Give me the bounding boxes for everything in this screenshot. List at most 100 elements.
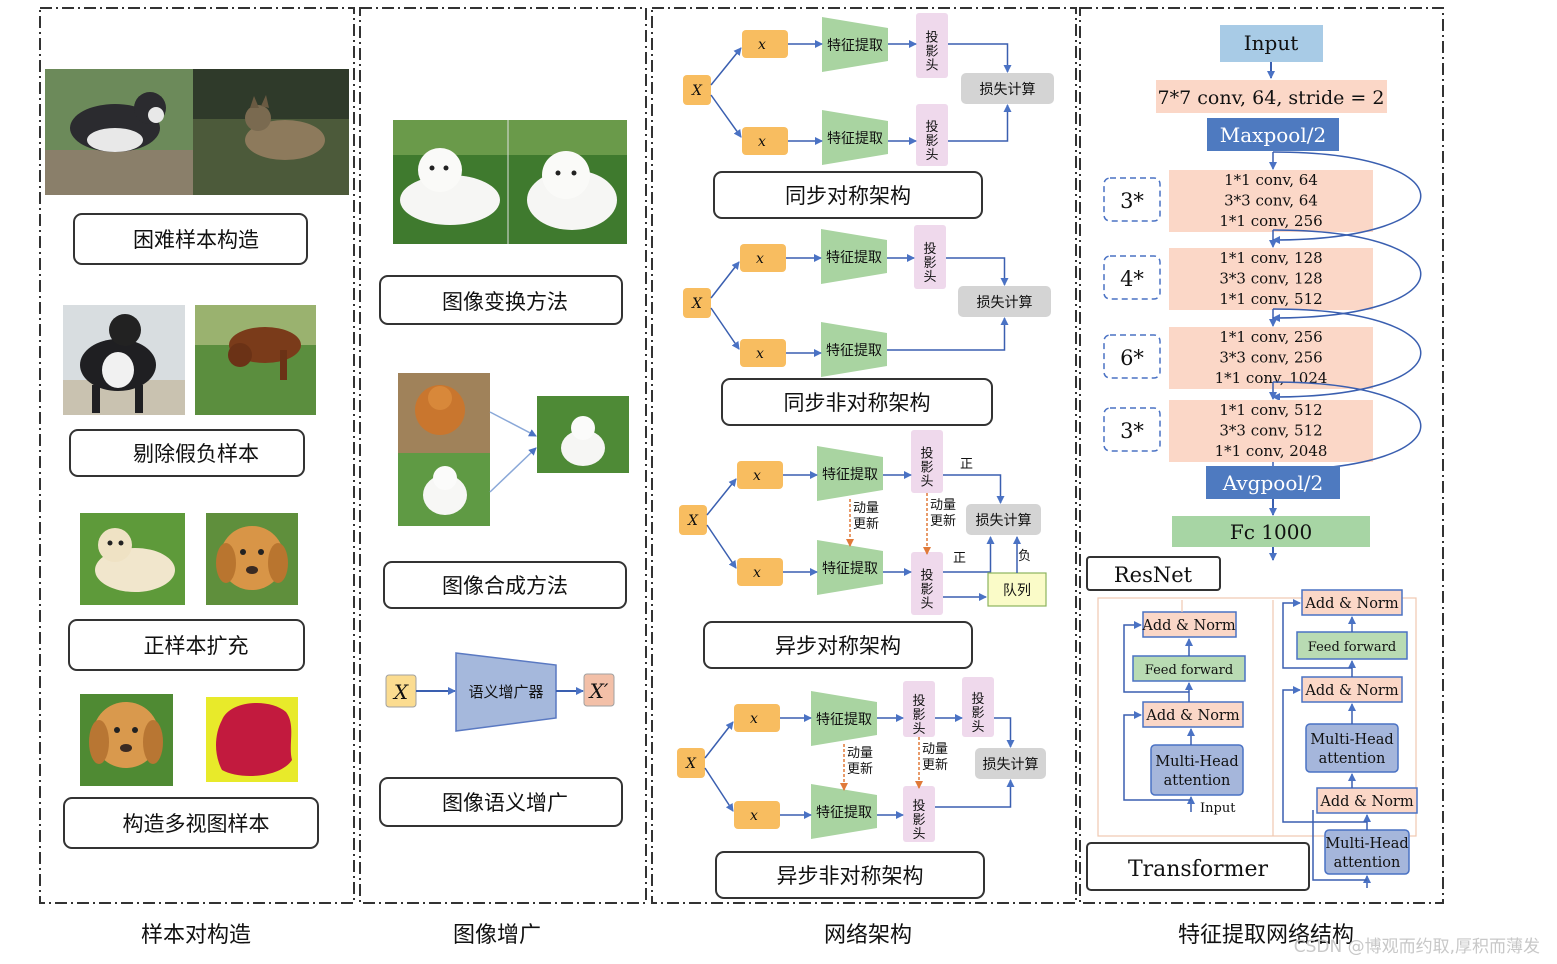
view-x2-node-label: x <box>756 346 764 362</box>
flow-arrow <box>704 721 734 759</box>
repeat-label: 3* <box>1120 189 1144 213</box>
projection-head-label-char: 影 <box>923 256 936 271</box>
projection-head-label-char: 影 <box>925 134 938 149</box>
view-x1-node <box>740 244 786 272</box>
architecture-1: Xx1x2特征提取特征提取投影头损失计算投影头同步对称架构 <box>683 13 1054 219</box>
transformer-diagram: Add & Norm Feed forward Add & Norm Multi… <box>1086 589 1418 891</box>
projection-head-label-char: 投 <box>920 446 933 462</box>
loss-label: 损失计算 <box>976 513 1032 529</box>
bottleneck-line: 3*3 conv, 256 <box>1219 349 1322 367</box>
queue-box <box>987 572 1047 607</box>
segmentation-mask <box>206 697 298 782</box>
flow-arrow <box>704 767 734 812</box>
label-multi-view: 构造多视图样本 <box>123 812 270 836</box>
feature-extractor-label: 特征提取 <box>816 805 872 821</box>
decoder-add-norm-bottom-label: Add & Norm <box>1319 794 1414 810</box>
flow-arrow <box>887 317 1009 351</box>
loss-box <box>961 73 1054 104</box>
input-x-node <box>683 75 711 105</box>
feature-extractor <box>811 784 877 839</box>
flow-arrow <box>935 779 1015 808</box>
feature-extractor-label: 特征提取 <box>827 38 883 54</box>
residual-connection-arrow <box>1272 308 1422 401</box>
bottleneck-line: 1*1 conv, 512 <box>1219 401 1322 419</box>
flow-arrow <box>706 524 737 569</box>
momentum-update-line: 动量 <box>853 501 879 516</box>
bottleneck-line: 1*1 conv, 64 <box>1224 171 1318 189</box>
view-x2-node <box>734 801 780 829</box>
bottleneck-block <box>1169 170 1373 232</box>
label-box <box>63 797 319 849</box>
flow-arrow <box>994 717 1015 748</box>
label-box <box>383 561 627 609</box>
view-x2-node <box>742 127 788 155</box>
bottleneck-line: 3*3 conv, 64 <box>1224 192 1318 210</box>
transformer-frame <box>1097 597 1417 837</box>
momentum-update-line: 更新 <box>853 516 879 532</box>
projection-head-label-char: 影 <box>925 45 938 60</box>
label-synthesis: 图像合成方法 <box>442 574 568 598</box>
caption-backbone: 特征提取网络结构 <box>1178 923 1354 948</box>
residual-connection-arrow <box>1272 381 1422 474</box>
projection-head-label-char: 头 <box>912 827 925 842</box>
bottleneck-line: 1*1 conv, 256 <box>1219 212 1322 230</box>
bottleneck-line: 1*1 conv, 2048 <box>1215 442 1328 460</box>
flow-arrow <box>710 261 740 299</box>
flow-arrow <box>948 43 1012 73</box>
panel-samples: 困难样本构造 剔除假负样本 <box>45 69 349 849</box>
dog-wolf-photo <box>193 69 349 195</box>
projection-head <box>903 681 935 737</box>
caption-augment: 图像增广 <box>453 923 541 948</box>
projection-head-label-char: 头 <box>920 597 933 612</box>
projection-head <box>911 552 943 615</box>
positive-label: 正 <box>960 457 973 472</box>
resnet-fc-block <box>1172 516 1370 547</box>
encoder-input-label: Input <box>1200 801 1236 816</box>
encoder-feed-forward <box>1132 655 1246 682</box>
projection-head-label: 投影头 <box>925 30 938 74</box>
watermark: CSDN @博观而约取,厚积而薄发 <box>1294 937 1540 957</box>
encoder-add-norm-top <box>1142 611 1237 638</box>
label-transform: 图像变换方法 <box>442 290 568 314</box>
caption-samples: 样本对构造 <box>141 923 251 948</box>
positive-label: 正 <box>953 551 966 566</box>
encoder-mha-line2: attention <box>1164 773 1231 789</box>
encoder-multihead-attention <box>1150 744 1244 796</box>
architecture-label: 异步对称架构 <box>775 634 901 658</box>
projection-head <box>962 677 994 737</box>
projection-head-label-char: 头 <box>925 59 938 74</box>
resnet-title-box <box>1086 556 1221 591</box>
shepherd-dog-photo <box>63 305 185 415</box>
view-x1-node-label: x <box>753 468 761 484</box>
projection-head-label: 投影头 <box>925 119 938 163</box>
input-x-node <box>683 288 711 318</box>
golden-puppy-photo <box>206 513 298 605</box>
bottleneck-block <box>1169 327 1373 389</box>
label-positive-expand: 正样本扩充 <box>144 634 249 658</box>
projection-head <box>914 225 946 289</box>
label-box <box>73 213 308 265</box>
feature-extractor <box>817 446 883 501</box>
projection-head-label-char: 投 <box>912 693 925 709</box>
augment-output-label: X′ <box>588 679 609 703</box>
repeat-label: 6* <box>1120 346 1144 370</box>
view-x2-node-label: x <box>753 565 761 581</box>
projection-head <box>916 13 948 78</box>
transformer-title-box <box>1086 842 1310 891</box>
encoder-feed-forward-label: Feed forward <box>1145 663 1233 678</box>
panel-frame-augment <box>359 7 647 904</box>
caption-network: 网络架构 <box>824 923 912 948</box>
momentum-update-line: 动量 <box>930 498 956 513</box>
resnet-maxpool-label: Maxpool/2 <box>1220 123 1326 147</box>
bottleneck-block <box>1169 248 1373 310</box>
label-remove-false-negative: 剔除假负样本 <box>133 442 259 466</box>
samoyed-photo <box>393 120 627 244</box>
golden-puppy-photo <box>80 513 185 605</box>
flow-arrow <box>710 47 742 86</box>
repeat-box <box>1103 334 1161 379</box>
projection-head-label-char: 影 <box>920 583 933 598</box>
resnet-input-block <box>1220 25 1323 62</box>
architecture-2: Xx1x2特征提取特征提取投影头损失计算同步非对称架构 <box>683 225 1051 426</box>
